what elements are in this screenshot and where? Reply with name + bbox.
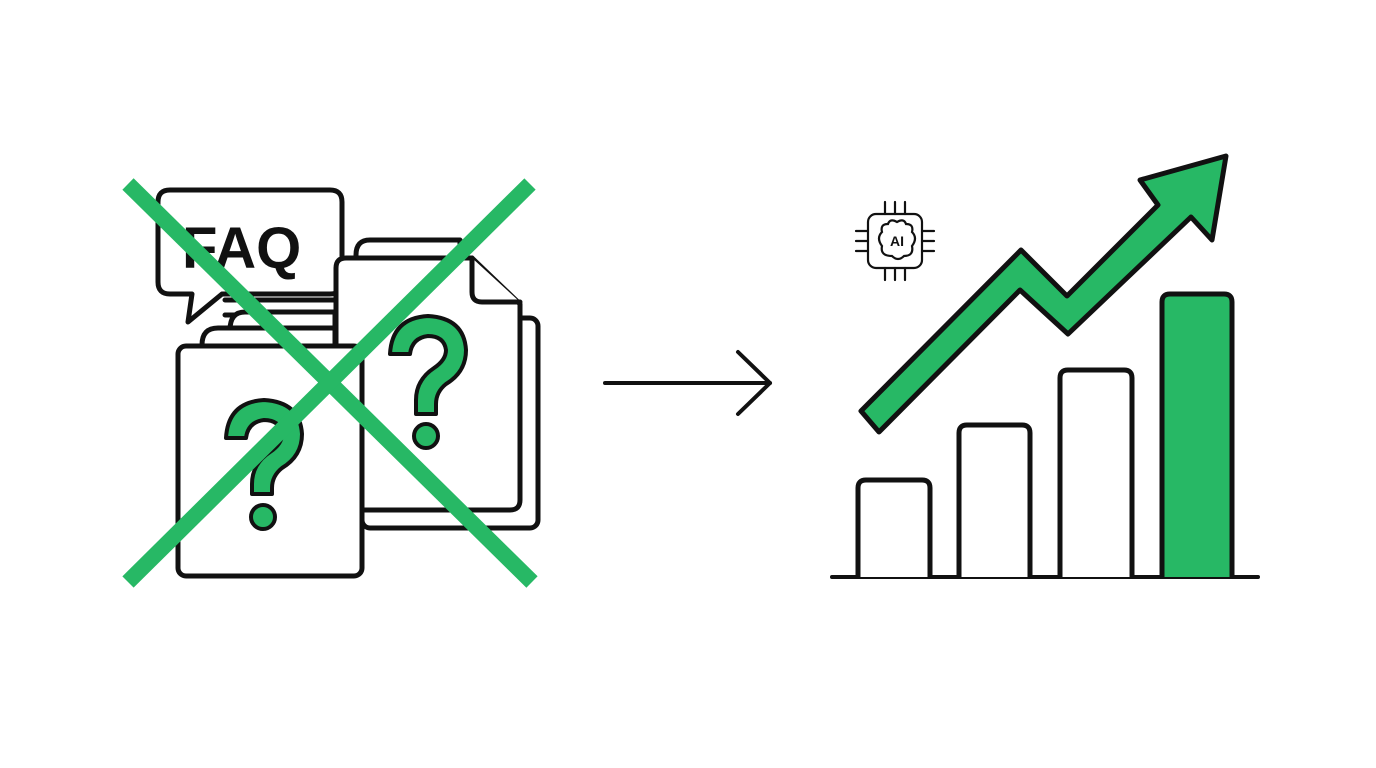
ai-chip-icon: AI (854, 200, 936, 282)
bar-1 (855, 477, 933, 577)
cross-out-icon (122, 178, 538, 588)
bar-3 (1057, 367, 1135, 577)
bar-4 (1159, 291, 1235, 577)
right-arrow-icon (603, 350, 772, 416)
trend-up-arrow-icon (858, 153, 1229, 435)
right-document-fold (469, 255, 523, 305)
ai-chip-label: AI (890, 233, 904, 249)
growth-bars (855, 291, 1235, 577)
bar-2 (956, 422, 1033, 577)
brain-outline (877, 219, 917, 261)
faq-speech-bubble-icon (155, 187, 345, 325)
question-mark-right-icon (388, 314, 468, 450)
faq-documents-group: FAQ (155, 187, 541, 579)
question-marks (224, 314, 468, 531)
